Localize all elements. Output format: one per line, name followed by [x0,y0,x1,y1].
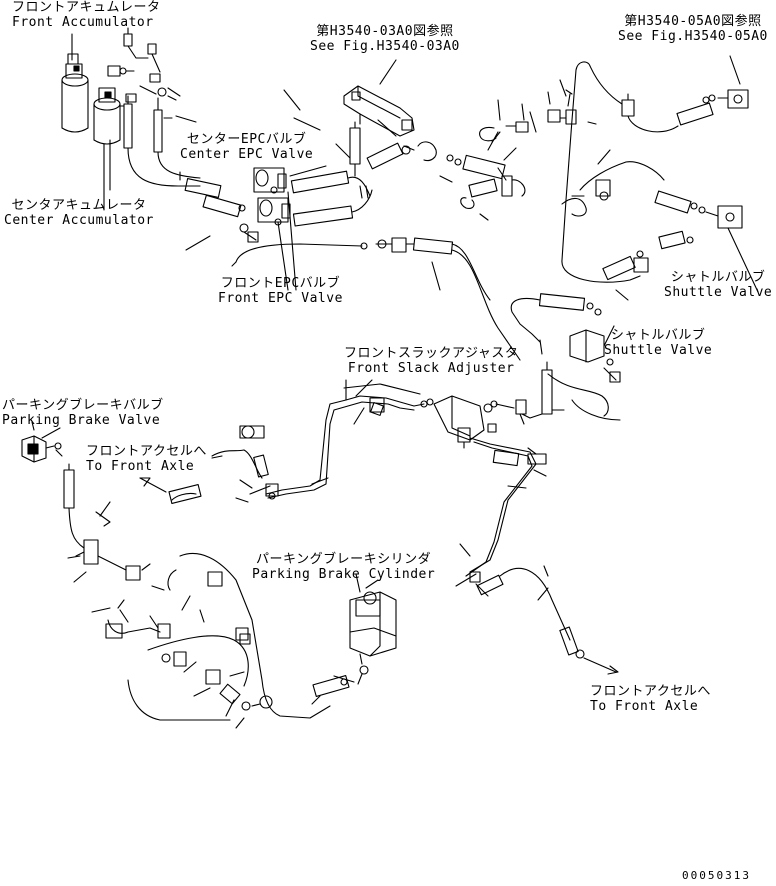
label-shuttle-valve-1-jp: シャトルバルブ [670,270,766,285]
parking-brake-valve-drawing [21,435,63,463]
label-see-fig-05a0: 第H3540-05A0図参照 See Fig.H3540-05A0 [618,14,768,44]
label-parking-brake-cylinder-en: Parking Brake Cylinder [252,567,436,582]
label-front-slack-adjuster-jp: フロントスラックアジャスタ [344,346,519,361]
label-parking-brake-valve-jp: パーキングブレーキバルブ [2,398,164,413]
label-to-front-axle-1: フロントアクセルへ To Front Axle [86,444,207,474]
front-slack-adjuster-drawing [413,395,527,449]
manifold-block-drawing [343,85,415,137]
label-shuttle-valve-2-en: Shuttle Valve [604,343,713,358]
label-shuttle-valve-2: シャトルバルブ Shuttle Valve [604,328,712,358]
label-center-accumulator-jp: センタアキュムレータ [11,198,147,213]
label-front-accumulator-jp: フロントアキュムレータ [12,0,161,15]
center-accumulator-drawing [93,87,121,145]
label-see-fig-03a0: 第H3540-03A0図参照 See Fig.H3540-03A0 [310,24,460,54]
label-front-slack-adjuster-en: Front Slack Adjuster [347,361,515,376]
label-to-front-axle-2: フロントアクセルへ To Front Axle [590,684,711,714]
label-parking-brake-valve-en: Parking Brake Valve [2,413,161,428]
front-accumulator-drawing [61,53,89,133]
label-front-epc-valve-en: Front EPC Valve [218,291,343,306]
label-center-epc-valve: センターEPCバルブ Center EPC Valve [180,132,313,162]
label-to-front-axle-2-jp: フロントアクセルへ [590,684,711,699]
label-see-fig-05a0-en: See Fig.H3540-05A0 [618,29,768,44]
label-front-epc-valve-jp: フロントEPCバルブ [220,276,341,291]
label-parking-brake-cylinder: パーキングブレーキシリンダ Parking Brake Cylinder [252,552,435,582]
shuttle-valve-lower-drawing [569,329,621,383]
label-parking-brake-cylinder-jp: パーキングブレーキシリンダ [256,552,432,567]
label-center-epc-valve-en: Center EPC Valve [180,147,314,162]
label-shuttle-valve-2-jp: シャトルバルブ [610,328,706,343]
label-center-epc-valve-jp: センターEPCバルブ [186,132,307,147]
label-center-accumulator: センタアキュムレータ Center Accumulator [4,198,154,228]
label-shuttle-valve-1: シャトルバルブ Shuttle Valve [664,270,772,300]
label-front-epc-valve: フロントEPCバルブ Front EPC Valve [218,276,343,306]
label-front-accumulator: フロントアキュムレータ Front Accumulator [12,0,161,30]
label-to-front-axle-1-jp: フロントアクセルへ [86,444,207,459]
label-see-fig-03a0-en: See Fig.H3540-03A0 [310,39,460,54]
label-see-fig-05a0-jp: 第H3540-05A0図参照 [624,14,762,29]
label-to-front-axle-1-en: To Front Axle [86,459,195,474]
right-top-fittings [621,89,749,126]
label-see-fig-03a0-jp: 第H3540-03A0図参照 [316,24,454,39]
label-center-accumulator-en: Center Accumulator [4,213,154,228]
label-parking-brake-valve: パーキングブレーキバルブ Parking Brake Valve [2,398,164,428]
label-to-front-axle-2-en: To Front Axle [590,699,699,714]
label-shuttle-valve-1-en: Shuttle Valve [664,285,773,300]
accumulator-fittings [107,27,181,153]
shuttle-valve-upper-drawing [602,190,743,281]
label-front-slack-adjuster: フロントスラックアジャスタ Front Slack Adjuster [344,346,518,376]
epc-valves-drawing [253,167,291,226]
parking-brake-cylinder-drawing [349,591,397,685]
label-front-accumulator-en: Front Accumulator [12,15,154,30]
figure-number: 00050313 [682,869,751,882]
